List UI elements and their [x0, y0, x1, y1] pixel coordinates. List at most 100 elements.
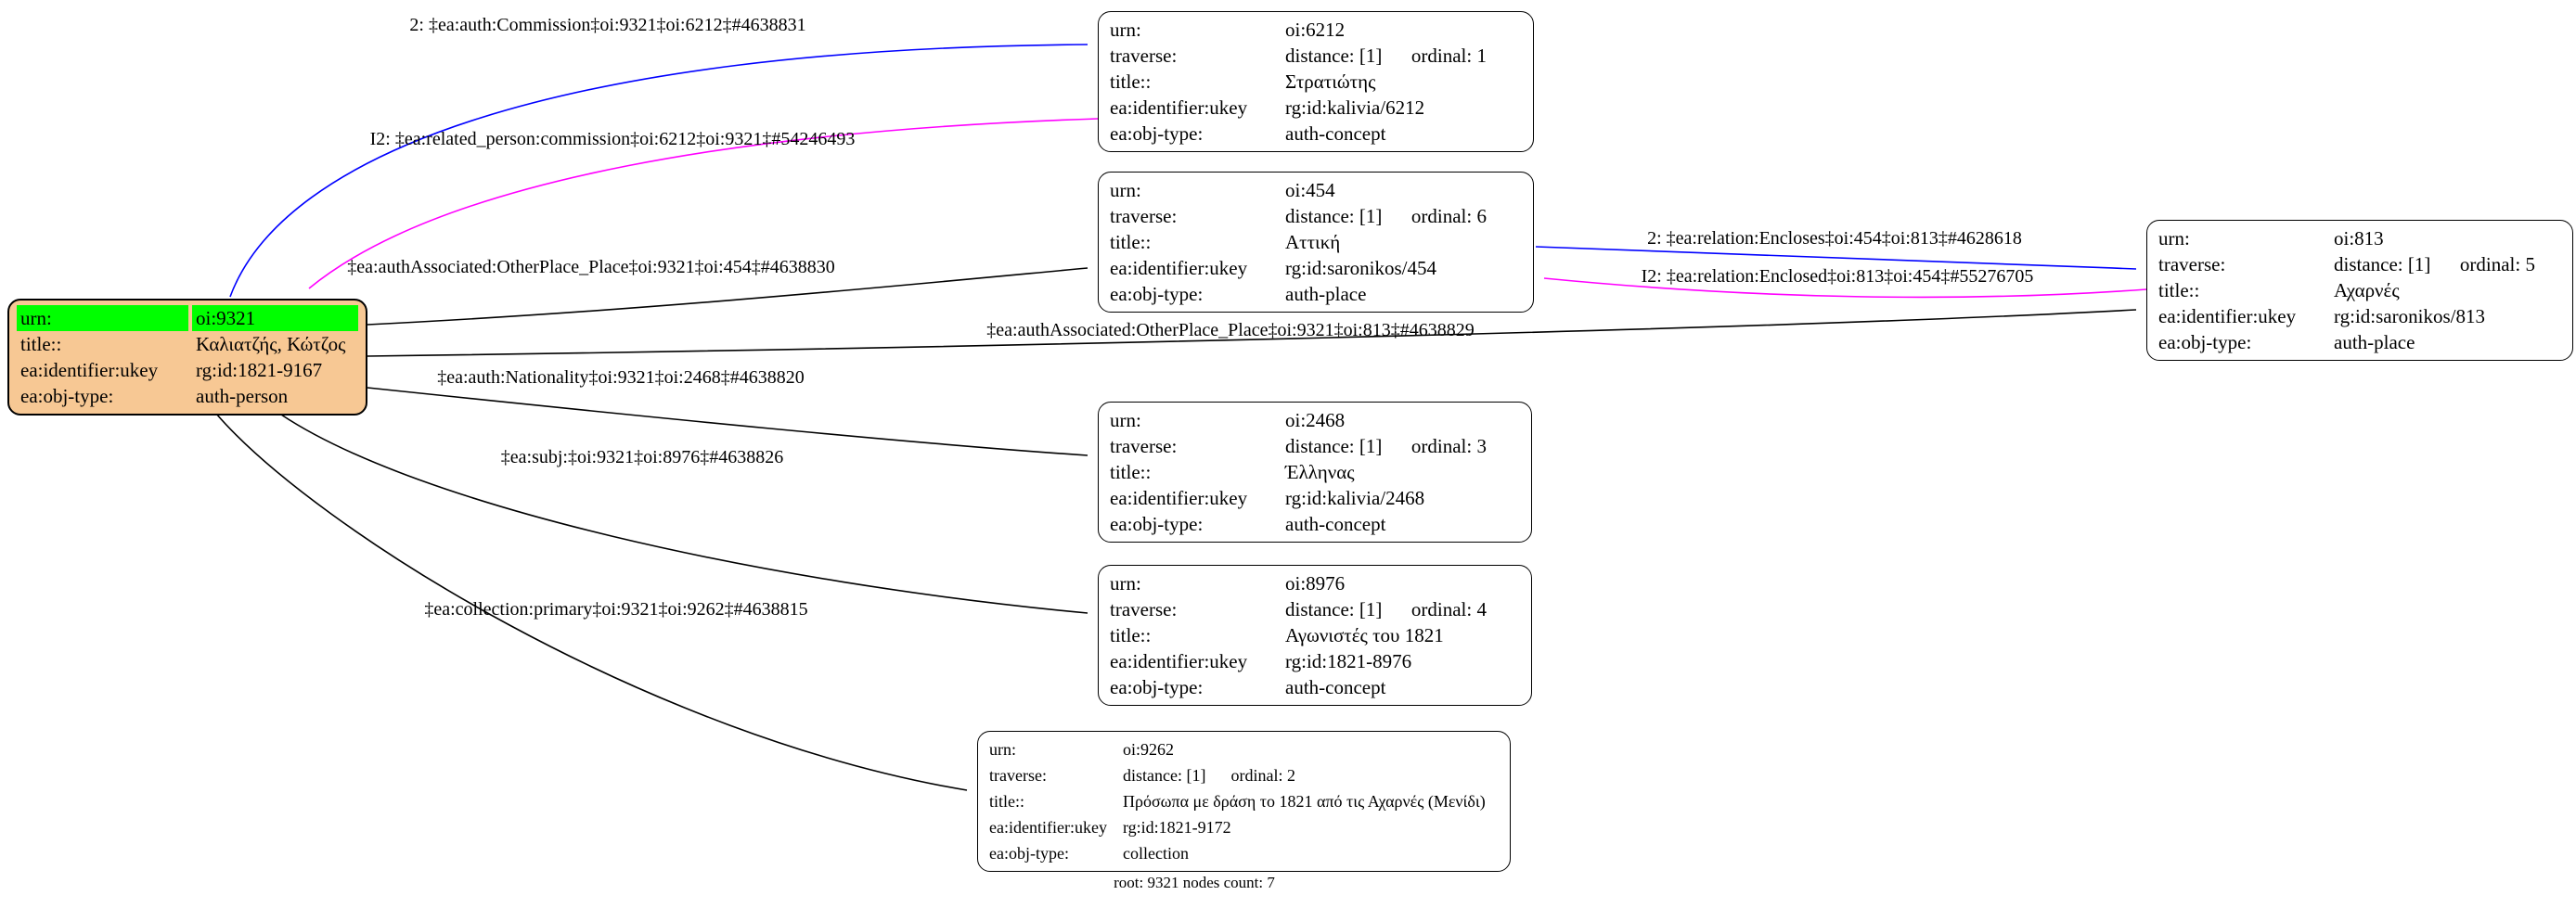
graph-caption: root: 9321 nodes count: 7 — [1114, 874, 1275, 891]
field-key: title:: — [989, 792, 1024, 811]
field-key: traverse: — [1110, 45, 1178, 67]
node-oi-2468[interactable]: urn: oi:2468 traverse: distance: [1] ord… — [1098, 402, 1532, 543]
node-oi-6212[interactable]: urn: oi:6212 traverse: distance: [1] ord… — [1098, 11, 1534, 152]
edge-label-encloses: 2: ‡ea:relation:Encloses‡oi:454‡oi:813‡#… — [1647, 228, 2022, 249]
field-value: collection — [1123, 844, 1189, 863]
table-row: ea:identifier:ukey rg:id:1821-9167 — [17, 357, 358, 383]
table-row: traverse: distance: [1] ordinal: 5 — [2155, 251, 2565, 277]
table-row: traverse: distance: [1] ordinal: 3 — [1106, 433, 1524, 459]
field-value: distance: [1] ordinal: 2 — [1123, 766, 1295, 785]
field-key: ea:obj-type: — [2158, 331, 2252, 353]
field-key: traverse: — [2158, 253, 2226, 275]
table-row: urn: oi:813 — [2155, 225, 2565, 251]
field-value: auth-place — [2334, 331, 2415, 353]
table-row: traverse: distance: [1] ordinal: 4 — [1106, 596, 1524, 622]
table-row: ea:identifier:ukey rg:id:saronikos/813 — [2155, 303, 2565, 329]
field-value: distance: [1] ordinal: 1 — [1285, 45, 1487, 67]
field-value: distance: [1] ordinal: 4 — [1285, 598, 1487, 620]
table-row: traverse: distance: [1] ordinal: 6 — [1106, 203, 1526, 229]
field-value: rg:id:saronikos/813 — [2334, 305, 2485, 327]
node-oi-454[interactable]: urn: oi:454 traverse: distance: [1] ordi… — [1098, 172, 1534, 313]
table-row: ea:identifier:ukey rg:id:kalivia/6212 — [1106, 95, 1526, 121]
table-row: title:: Αγωνιστές του 1821 — [1106, 622, 1524, 648]
field-value: distance: [1] ordinal: 5 — [2334, 253, 2535, 275]
table-row: urn: oi:8976 — [1106, 570, 1524, 596]
field-key: ea:obj-type: — [1110, 283, 1204, 305]
node-oi-8976[interactable]: urn: oi:8976 traverse: distance: [1] ord… — [1098, 565, 1532, 706]
table-row: urn: oi:9262 — [985, 736, 1502, 762]
field-value: auth-place — [1285, 283, 1367, 305]
field-key: ea:identifier:ukey — [1110, 257, 1248, 279]
edge-label-commission: 2: ‡ea:auth:Commission‡oi:9321‡oi:6212‡#… — [409, 15, 805, 35]
edge-related-person-6212-9321 — [308, 118, 1099, 289]
edge-label-related-person: I2: ‡ea:related_person:commission‡oi:621… — [370, 129, 856, 149]
table-row: title:: Καλιατζής, Κώτζος — [17, 331, 358, 357]
field-key: ea:obj-type: — [20, 385, 114, 407]
field-value: auth-concept — [1285, 122, 1386, 145]
field-key: ea:identifier:ukey — [20, 359, 159, 381]
field-key: title:: — [1110, 461, 1152, 483]
edge-label-authassociated-454: ‡ea:authAssociated:OtherPlace_Place‡oi:9… — [347, 257, 834, 277]
field-value: oi:9321 — [192, 305, 358, 331]
field-value: oi:813 — [2334, 227, 2384, 249]
field-key: ea:obj-type: — [1110, 513, 1204, 535]
field-value: Αχαρνές — [2334, 279, 2400, 301]
node-oi-9262[interactable]: urn: oi:9262 traverse: distance: [1] ord… — [977, 731, 1511, 872]
field-value: Καλιατζής, Κώτζος — [196, 333, 346, 355]
field-value: Αγωνιστές του 1821 — [1285, 624, 1444, 646]
field-key: title:: — [1110, 624, 1152, 646]
field-value: oi:454 — [1285, 179, 1335, 201]
table-row: title:: Πρόσωπα με δράση το 1821 από τις… — [985, 788, 1502, 814]
edge-commission-9321-6212 — [229, 44, 1088, 298]
field-key: title:: — [1110, 231, 1152, 253]
table-row: ea:identifier:ukey rg:id:kalivia/2468 — [1106, 485, 1524, 511]
field-key: title:: — [2158, 279, 2200, 301]
field-key: urn: — [1110, 19, 1141, 41]
edge-label-subj: ‡ea:subj:‡oi:9321‡oi:8976‡#4638826 — [501, 447, 783, 467]
field-value: Αττική — [1285, 231, 1341, 253]
field-value: oi:9262 — [1123, 740, 1175, 759]
field-value: oi:6212 — [1285, 19, 1346, 41]
edge-collection-9321-9262 — [215, 413, 968, 791]
node-oi-9321[interactable]: urn: oi:9321 title:: Καλιατζής, Κώτζος e… — [7, 299, 367, 416]
field-key: urn: — [989, 740, 1016, 759]
edge-subj-9321-8976 — [280, 414, 1088, 614]
table-row: title:: Έλληνας — [1106, 459, 1524, 485]
table-row: traverse: distance: [1] ordinal: 2 — [985, 762, 1502, 788]
table-row: ea:obj-type: auth-place — [2155, 329, 2565, 355]
node-oi-813[interactable]: urn: oi:813 traverse: distance: [1] ordi… — [2146, 220, 2573, 361]
table-row: ea:identifier:ukey rg:id:1821-9172 — [985, 814, 1502, 840]
edge-label-collection: ‡ea:collection:primary‡oi:9321‡oi:9262‡#… — [424, 599, 807, 620]
table-row: ea:obj-type: auth-person — [17, 383, 358, 409]
table-row: title:: Αχαρνές — [2155, 277, 2565, 303]
field-key: ea:obj-type: — [1110, 122, 1204, 145]
field-value: oi:2468 — [1285, 409, 1346, 431]
table-row: ea:obj-type: auth-place — [1106, 281, 1526, 307]
field-key: urn: — [17, 305, 188, 331]
field-value: distance: [1] ordinal: 6 — [1285, 205, 1487, 227]
field-key: title:: — [1110, 70, 1152, 93]
table-row: ea:obj-type: auth-concept — [1106, 511, 1524, 537]
field-key: urn: — [1110, 572, 1141, 595]
table-row: ea:obj-type: auth-concept — [1106, 121, 1526, 147]
table-row: traverse: distance: [1] ordinal: 1 — [1106, 43, 1526, 69]
edge-enclosed-813-454 — [1543, 277, 2147, 299]
edge-authassociated-9321-454 — [367, 267, 1088, 326]
field-value: rg:id:saronikos/454 — [1285, 257, 1436, 279]
field-key: traverse: — [1110, 598, 1178, 620]
field-value: rg:id:1821-9172 — [1123, 818, 1231, 837]
field-value: auth-person — [196, 385, 289, 407]
field-value: rg:id:kalivia/2468 — [1285, 487, 1425, 509]
table-row: title:: Στρατιώτης — [1106, 69, 1526, 95]
edge-label-nationality: ‡ea:auth:Nationality‡oi:9321‡oi:2468‡#46… — [437, 367, 805, 388]
field-value: rg:id:kalivia/6212 — [1285, 96, 1425, 119]
edge-label-enclosed: I2: ‡ea:relation:Enclosed‡oi:813‡oi:454‡… — [1642, 266, 2034, 287]
field-value: rg:id:1821-8976 — [1285, 650, 1412, 672]
field-value: Πρόσωπα με δράση το 1821 από τις Αχαρνές… — [1123, 792, 1486, 811]
table-row: ea:identifier:ukey rg:id:saronikos/454 — [1106, 255, 1526, 281]
table-row: urn: oi:2468 — [1106, 407, 1524, 433]
field-value: Στρατιώτης — [1285, 70, 1376, 93]
field-key: urn: — [2158, 227, 2190, 249]
field-key: traverse: — [1110, 435, 1178, 457]
